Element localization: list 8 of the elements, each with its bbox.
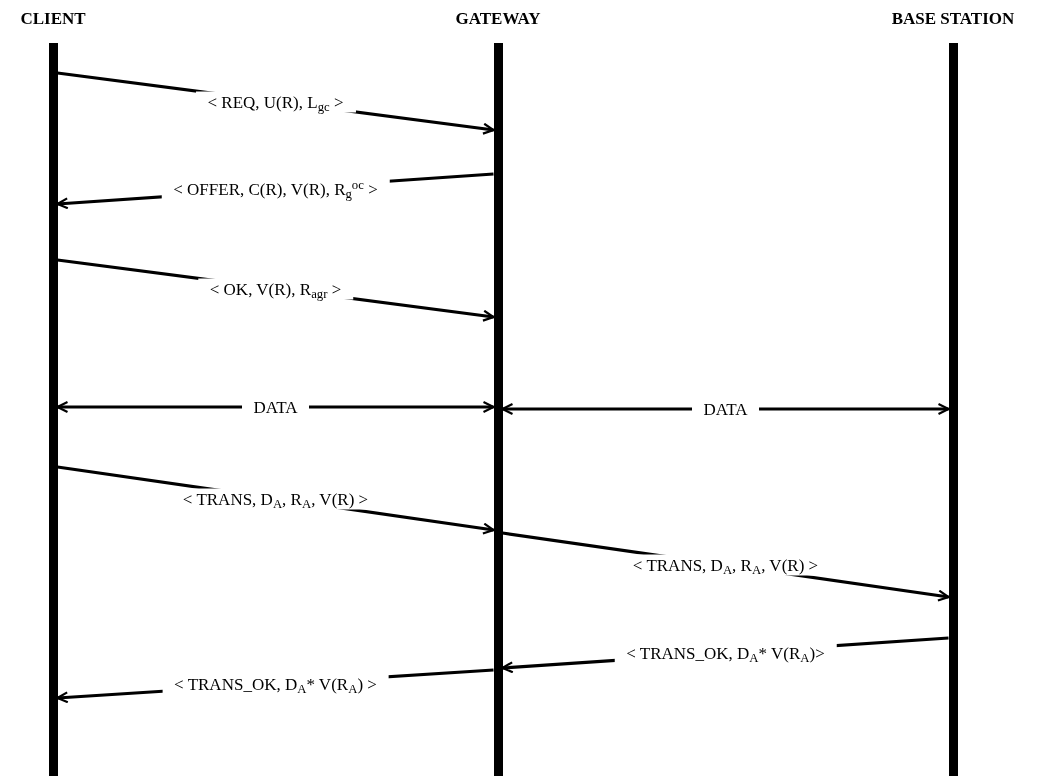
edge-label: < REQ, U(R), L$_{gc}$ > bbox=[195, 91, 356, 112]
lifeline-heading: BASE STATION bbox=[891, 8, 1015, 30]
lifeline-heading: CLIENT bbox=[20, 8, 86, 30]
edge-label: < OK, V(R), R$_{agr}$ > bbox=[197, 278, 354, 299]
edge-label: < TRANS_OK, D$_{A}$* V(R$_{A}$) > bbox=[162, 673, 389, 695]
edge-label: < TRANS_OK, D$_{A}$* V(R$_{A}$)> bbox=[614, 642, 837, 664]
edge-label: < OFFER, C(R), V(R), R$_{g}$$^{oc}$ > bbox=[161, 178, 390, 200]
lifeline-heading: GATEWAY bbox=[455, 8, 541, 30]
